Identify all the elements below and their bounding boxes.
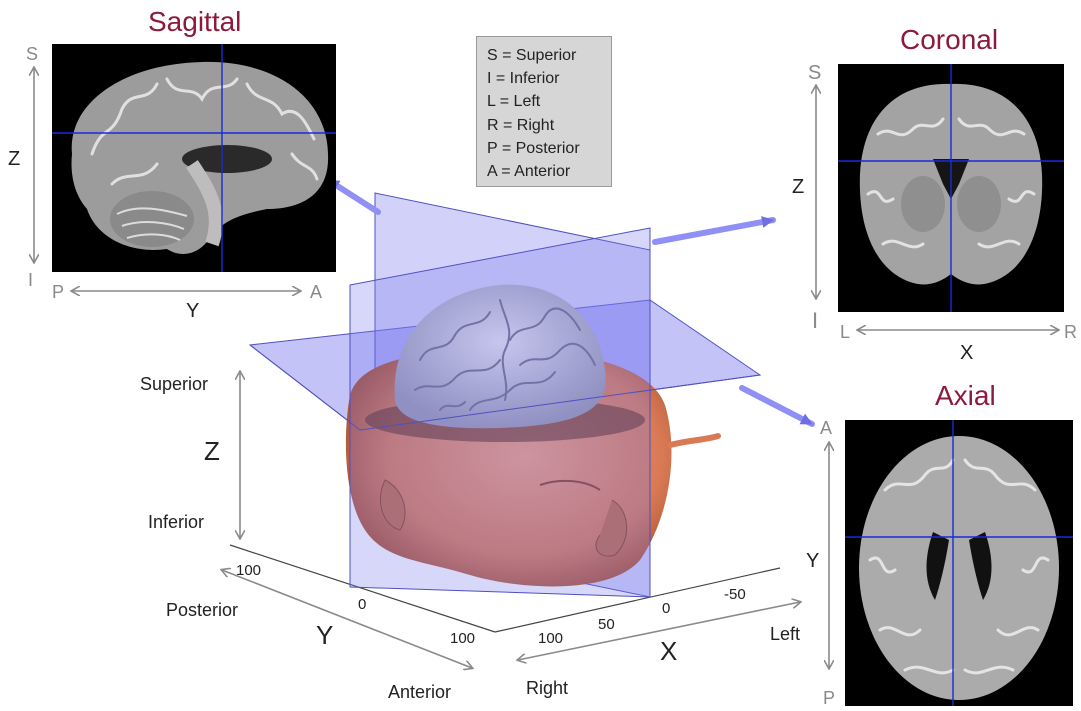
axial-axis-y-label: Y <box>806 550 819 573</box>
sagittal-end-superior: S <box>26 44 38 65</box>
y-tick-label: 100 <box>450 630 475 647</box>
arrow-to-coronal <box>655 220 773 242</box>
axial-end-anterior: A <box>820 418 832 439</box>
legend-item-anterior: A = Anterior <box>487 160 611 183</box>
coronal-end-inferior: I <box>812 308 818 334</box>
coronal-slice-image <box>838 64 1064 312</box>
label-x-3d: X <box>660 636 677 667</box>
sagittal-title: Sagittal <box>148 6 241 38</box>
sagittal-end-posterior: P <box>52 282 64 303</box>
coronal-axis-z-label: Z <box>792 176 804 199</box>
x-tick-label: 100 <box>538 630 563 647</box>
sagittal-axis-z-label: Z <box>8 148 20 171</box>
axial-title: Axial <box>935 380 996 412</box>
sagittal-axis-y-label: Y <box>186 300 199 323</box>
coronal-end-right: R <box>1064 322 1077 343</box>
axial-end-posterior: P <box>823 688 835 709</box>
coronal-title: Coronal <box>900 24 998 56</box>
label-y-3d: Y <box>316 620 333 651</box>
label-posterior: Posterior <box>166 600 238 621</box>
coronal-axis-x-label: X <box>960 342 973 365</box>
coronal-end-left: L <box>840 322 850 343</box>
label-z-3d: Z <box>204 436 220 467</box>
label-left: Left <box>770 624 800 645</box>
y-tick-label: 0 <box>358 596 366 613</box>
x-tick-label: 0 <box>662 600 670 617</box>
legend-item-right: R = Right <box>487 114 611 137</box>
legend-item-superior: S = Superior <box>487 44 611 67</box>
label-anterior: Anterior <box>388 682 451 703</box>
legend-item-left: L = Left <box>487 90 611 113</box>
sagittal-end-inferior: I <box>28 270 33 291</box>
label-right: Right <box>526 678 568 699</box>
coronal-plane <box>350 228 650 597</box>
sagittal-slice-image <box>52 44 336 272</box>
label-inferior: Inferior <box>148 512 204 533</box>
label-superior: Superior <box>140 374 208 395</box>
orientation-legend: S = Superior I = Inferior L = Left R = R… <box>476 36 612 187</box>
x-tick-label: 50 <box>598 616 615 633</box>
legend-item-inferior: I = Inferior <box>487 67 611 90</box>
legend-item-posterior: P = Posterior <box>487 137 611 160</box>
axial-slice-image <box>845 420 1073 706</box>
sagittal-end-anterior: A <box>310 282 322 303</box>
x-tick-label: -50 <box>724 586 746 603</box>
y-tick-label: 100 <box>236 562 261 579</box>
arrow-to-axial <box>742 388 812 424</box>
coronal-end-superior: S <box>808 62 821 85</box>
